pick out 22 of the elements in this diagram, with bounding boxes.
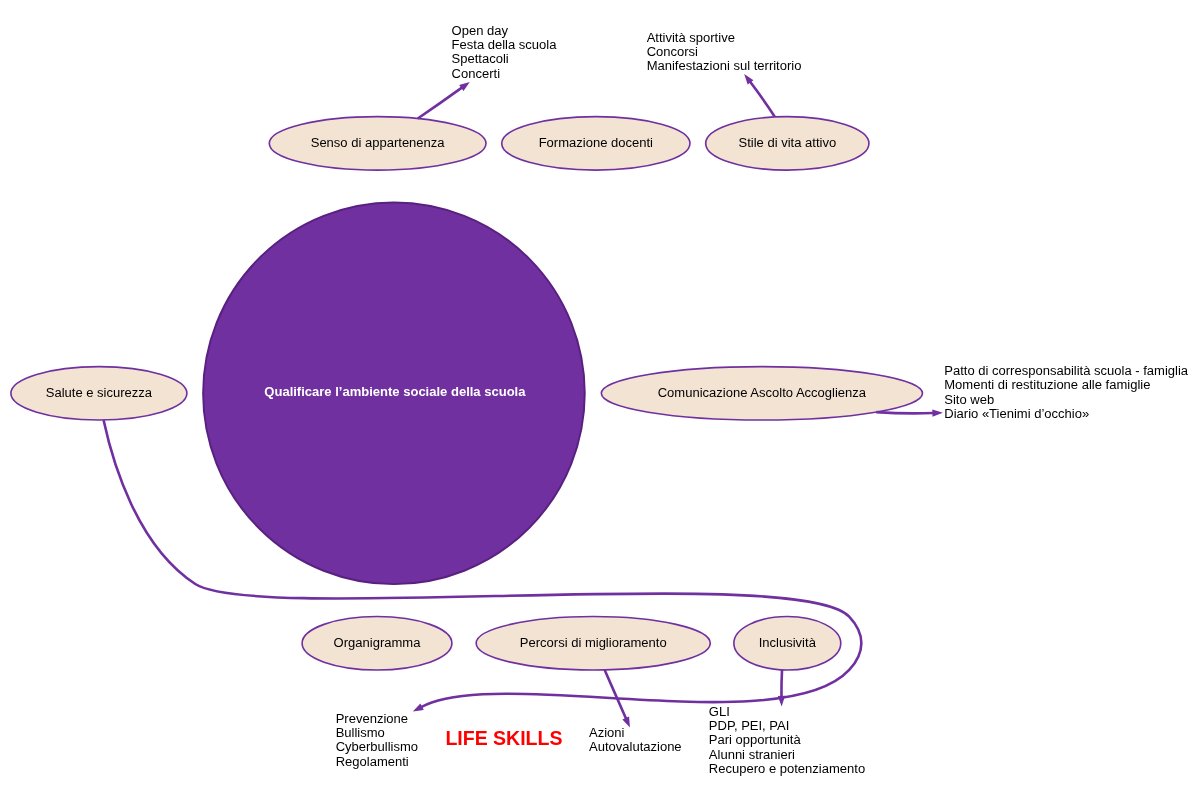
node-text: Open day Festa della scuola Spettacoli Concerti xyxy=(451,22,557,81)
node-ellipse: Inclusività xyxy=(733,615,842,671)
arrow xyxy=(744,74,776,118)
node-text: GLI PDP, PEI, PAI Pari opportunità Alunni stranieri Recupero e potenziamento xyxy=(708,703,866,776)
arrow xyxy=(777,669,786,707)
arrow xyxy=(417,81,470,120)
node-text: Prevenzione Bullismo Cyberbullismo Regolamenti xyxy=(335,710,419,769)
node-text: Azioni Autovalutazione xyxy=(588,725,682,755)
node-text: Patto di corresponsabilità scuola - famiglia Momenti di restituzione alle famiglie Sito web Diario «Tienimi d’occhio» xyxy=(944,363,1189,422)
node-ellipse: Stile di vita attivo xyxy=(704,115,870,171)
arrow xyxy=(603,669,630,728)
node-ellipse: Formazione docenti xyxy=(500,115,691,171)
node-ellipse: Organigramma xyxy=(301,615,453,671)
node-circle: Qualificare l’ambiente sociale della scuola xyxy=(202,201,586,586)
node-ellipse: Salute e sicurezza xyxy=(10,365,188,421)
node-ellipse: Percorsi di miglioramento xyxy=(475,615,712,671)
node-ellipse: Comunicazione Ascolto Accoglienza xyxy=(600,365,924,421)
label: LIFE SKILLS xyxy=(445,727,563,750)
node-ellipse: Senso di appartenenza xyxy=(268,115,487,171)
arrow xyxy=(876,409,943,417)
arrow xyxy=(102,419,863,712)
node-text: Attività sportive Concorsi Manifestazioni sul territorio xyxy=(646,29,802,74)
